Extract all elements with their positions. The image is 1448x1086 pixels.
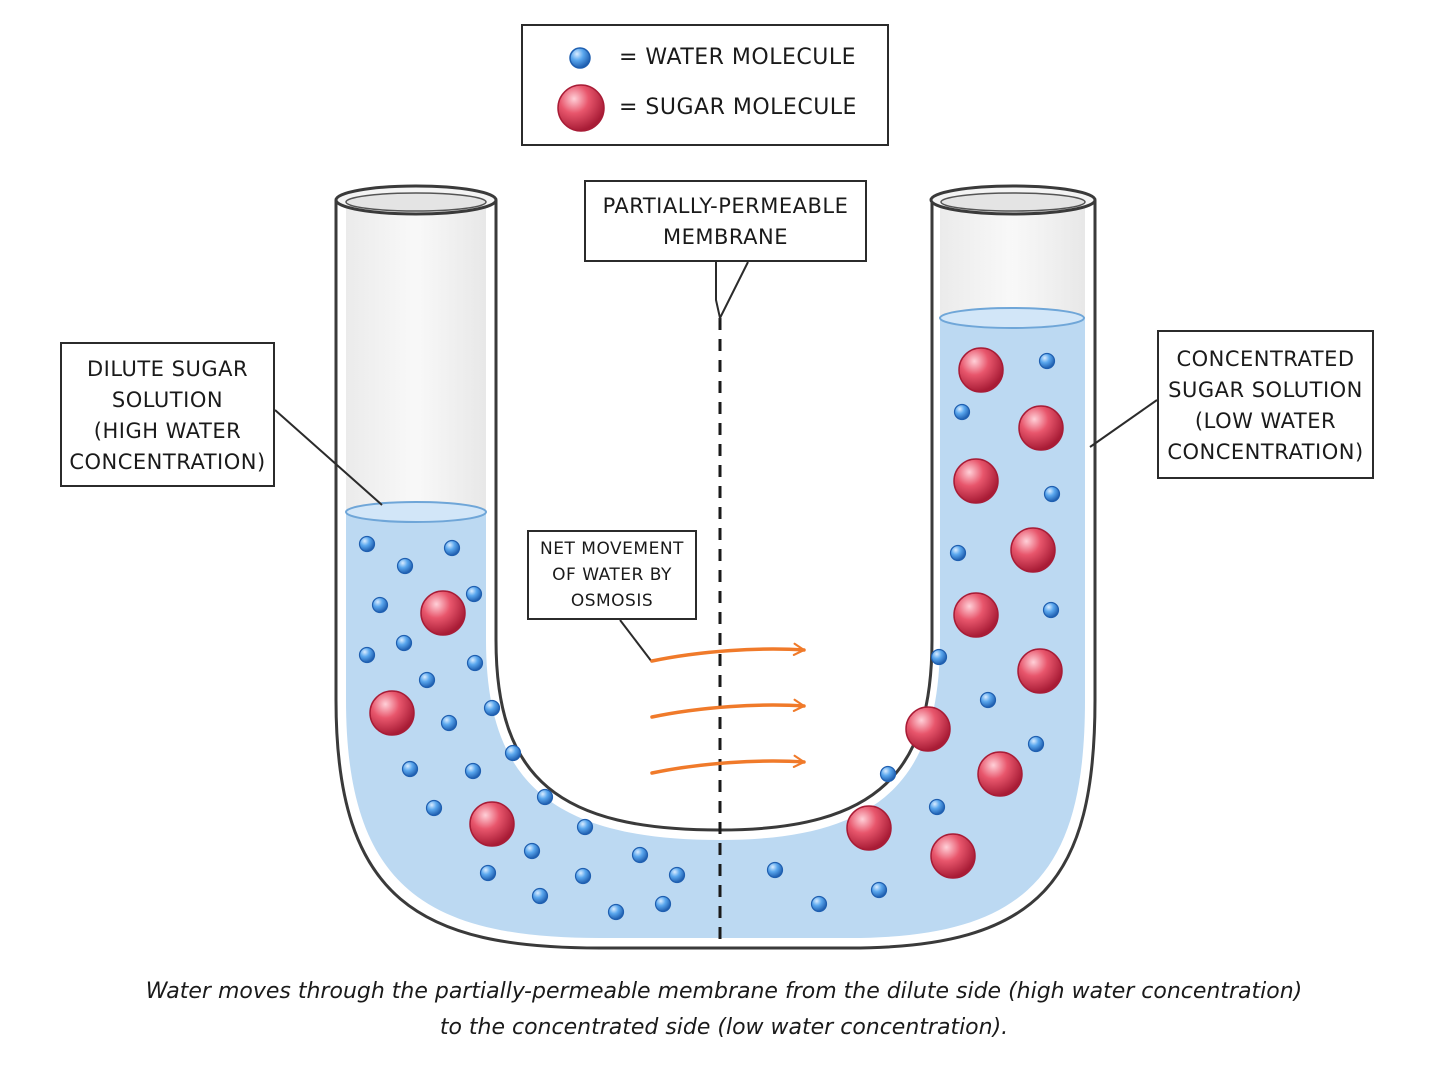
net-movement-label-line: NET MOVEMENT: [540, 539, 684, 559]
water-molecule: [531, 887, 549, 905]
dilute-label-line: (HIGH WATER: [93, 419, 242, 443]
membrane-leader: [715, 261, 749, 321]
dilute-leader: [274, 409, 383, 506]
sugar-molecule: [469, 801, 515, 847]
sugar-molecule: [420, 590, 466, 636]
water-molecule: [953, 403, 971, 421]
legend-sugar-row: = SUGAR MOLECULE: [523, 84, 887, 132]
water-molecule: [358, 535, 376, 553]
legend-sugar-label: = SUGAR MOLECULE: [619, 95, 857, 120]
net-movement-leader: [619, 619, 653, 663]
osmosis-arrows: [650, 642, 806, 775]
membrane-label-line: MEMBRANE: [663, 225, 788, 249]
water-molecule: [395, 634, 413, 652]
concentrated-label-line: (LOW WATER: [1194, 409, 1337, 433]
water-molecule: [465, 585, 483, 603]
caption-line: Water moves through the partially-permea…: [145, 979, 1303, 1004]
water-molecule: [607, 903, 625, 921]
sugar-molecule: [953, 592, 999, 638]
water-molecule: [1038, 352, 1056, 370]
concentrated-label-line: CONCENTRATION): [1167, 440, 1364, 464]
water-molecule: [576, 818, 594, 836]
sugar-molecule: [846, 805, 892, 851]
left-tube-empty: [346, 205, 486, 510]
left-meniscus: [345, 501, 487, 523]
water-molecule-icon: [569, 47, 591, 69]
water-molecule: [443, 539, 461, 557]
water-molecule: [504, 744, 522, 762]
concentrated-label-line: CONCENTRATED: [1176, 347, 1355, 371]
water-molecule: [1027, 735, 1045, 753]
water-molecule: [466, 654, 484, 672]
concentrated-leader: [1089, 399, 1158, 448]
water-molecule: [358, 646, 376, 664]
concentrated-label-line: SUGAR SOLUTION: [1168, 378, 1363, 402]
water-molecule: [425, 799, 443, 817]
left-tube-rim-inner: [345, 192, 487, 212]
right-tube-empty: [940, 205, 1085, 317]
water-molecule: [1042, 601, 1060, 619]
dilute-solution-label: DILUTE SUGAR SOLUTION (HIGH WATER CONCEN…: [60, 342, 275, 487]
water-molecule: [930, 648, 948, 666]
sugar-molecule: [977, 751, 1023, 797]
water-molecule: [668, 866, 686, 884]
u-tube-inner-glass: [494, 200, 934, 832]
water-molecule: [654, 895, 672, 913]
sugar-molecule: [958, 347, 1004, 393]
legend-water-row: = WATER MOLECULE: [523, 38, 887, 78]
molecules: [358, 347, 1064, 921]
water-molecule: [631, 846, 649, 864]
water-molecule: [810, 895, 828, 913]
legend: = WATER MOLECULE = SUGAR MOLECULE: [521, 24, 889, 146]
water-molecule: [440, 714, 458, 732]
water-molecule: [536, 788, 554, 806]
net-movement-label-line: OF WATER BY: [552, 565, 672, 585]
membrane-label-line: PARTIALLY-PERMEABLE: [602, 194, 849, 218]
net-movement-label-line: OSMOSIS: [570, 591, 654, 611]
water-molecule: [401, 760, 419, 778]
sugar-molecule: [953, 458, 999, 504]
water-molecule: [979, 691, 997, 709]
water-molecule: [870, 881, 888, 899]
sugar-molecule: [1017, 648, 1063, 694]
water-molecule: [879, 765, 897, 783]
legend-water-label: = WATER MOLECULE: [619, 45, 857, 70]
net-movement-label: NET MOVEMENT OF WATER BY OSMOSIS: [527, 530, 697, 620]
solution-fill: [346, 317, 1085, 938]
u-tube-glass: [334, 200, 1097, 950]
sugar-molecule: [369, 690, 415, 736]
water-molecule: [479, 864, 497, 882]
right-meniscus: [939, 307, 1085, 329]
water-molecule: [464, 762, 482, 780]
sugar-molecule-icon: [557, 84, 605, 132]
concentrated-solution-label: CONCENTRATED SUGAR SOLUTION (LOW WATER C…: [1157, 330, 1374, 479]
water-molecule: [1043, 485, 1061, 503]
water-molecule: [523, 842, 541, 860]
right-tube-rim-inner: [940, 192, 1086, 212]
sugar-molecule: [905, 706, 951, 752]
water-molecule: [574, 867, 592, 885]
water-molecule: [396, 557, 414, 575]
water-molecule: [371, 596, 389, 614]
sugar-molecule: [1018, 405, 1064, 451]
sugar-molecule: [1010, 527, 1056, 573]
dilute-label-line: DILUTE SUGAR: [86, 357, 249, 381]
dilute-label-line: CONCENTRATION): [69, 450, 266, 474]
water-molecule: [418, 671, 436, 689]
caption: Water moves through the partially-permea…: [0, 974, 1448, 1046]
osmosis-arrow: [650, 698, 806, 719]
osmosis-arrow: [650, 642, 806, 663]
caption-line: to the concentrated side (low water conc…: [439, 1015, 1009, 1040]
water-molecule: [949, 544, 967, 562]
water-molecule: [766, 861, 784, 879]
membrane-label: PARTIALLY-PERMEABLE MEMBRANE: [584, 180, 867, 262]
water-molecule: [483, 699, 501, 717]
dilute-label-line: SOLUTION: [111, 388, 224, 412]
sugar-molecule: [930, 833, 976, 879]
water-molecule: [928, 798, 946, 816]
osmosis-arrow: [650, 754, 806, 775]
